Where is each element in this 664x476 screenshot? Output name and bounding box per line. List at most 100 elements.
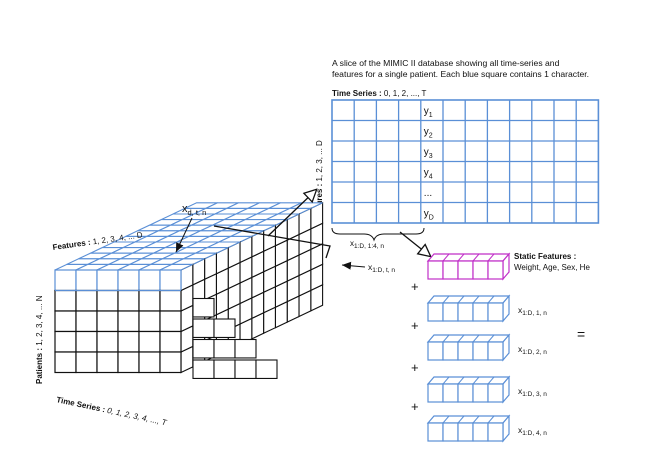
slice-down-arrow bbox=[399, 231, 430, 256]
bar-top-face bbox=[426, 376, 511, 385]
bar-cell bbox=[472, 422, 489, 442]
slice-y-label: y4 bbox=[424, 168, 433, 181]
plus-sign: + bbox=[411, 318, 419, 333]
bar-top-divider bbox=[442, 334, 450, 343]
bar-cell bbox=[427, 302, 444, 322]
slice-y-label: yD bbox=[424, 209, 434, 222]
cube-stair-block bbox=[213, 338, 236, 359]
cube-front-face bbox=[75, 310, 98, 333]
bar-cell bbox=[472, 260, 489, 280]
cube-front-face bbox=[75, 351, 98, 374]
bar-top-face bbox=[426, 334, 511, 343]
bar-cell bbox=[442, 341, 459, 361]
cube-front-face bbox=[75, 330, 98, 353]
cube-stair-block bbox=[213, 318, 236, 339]
cube-front-face bbox=[138, 289, 161, 312]
bar-cell bbox=[487, 383, 504, 403]
cube-front-face bbox=[117, 289, 140, 312]
plus-sign: + bbox=[411, 360, 419, 375]
bar-cell bbox=[457, 341, 474, 361]
static-features-values: Weight, Age, Sex, He bbox=[514, 263, 590, 272]
static-features-bar bbox=[426, 252, 511, 281]
time-slice-label: x1:D, 2, n bbox=[518, 344, 547, 356]
cube-front-face bbox=[138, 351, 161, 374]
bar-top-face bbox=[426, 295, 511, 304]
bar-top-divider bbox=[442, 376, 450, 385]
bar-top-divider bbox=[457, 334, 465, 343]
bar-top-divider bbox=[442, 415, 450, 424]
cube-front-face bbox=[54, 310, 77, 333]
equals-sign: = bbox=[577, 326, 585, 342]
cube-front-face bbox=[138, 310, 161, 333]
cube-time-label: Time Series : 0, 1, 2, 3, 4, ..., T bbox=[56, 395, 169, 427]
bar-top-divider bbox=[487, 253, 495, 262]
cube-front-face bbox=[159, 351, 182, 374]
cube-front-face bbox=[159, 289, 182, 312]
bar-cell bbox=[442, 302, 459, 322]
cube-stair-block bbox=[192, 318, 215, 339]
bar-top-divider bbox=[487, 334, 495, 343]
cube-front-face bbox=[54, 289, 77, 312]
cube-stair-block bbox=[213, 359, 236, 380]
cube-stair-block bbox=[192, 359, 215, 380]
time-slice-bar bbox=[426, 414, 511, 443]
cube-slice-bracket bbox=[213, 225, 331, 259]
bar-top-divider bbox=[457, 415, 465, 424]
cube-front-face bbox=[138, 269, 161, 292]
bar-cell bbox=[472, 302, 489, 322]
bar-top-divider bbox=[487, 376, 495, 385]
cube-stair-block bbox=[192, 297, 215, 318]
bar-cell bbox=[457, 260, 474, 280]
cube-stair-block bbox=[234, 338, 257, 359]
bar-top-divider bbox=[487, 295, 495, 304]
cube-stair-block bbox=[255, 359, 278, 380]
cube-front-face bbox=[117, 310, 140, 333]
bar-cell bbox=[472, 341, 489, 361]
cube-front-face bbox=[138, 330, 161, 353]
slice-up-arrow bbox=[267, 190, 316, 237]
bar-top-divider bbox=[457, 376, 465, 385]
bar-cell bbox=[427, 341, 444, 361]
decomposition-rows: +x1:D, 1, n+x1:D, 2, n+x1:D, 3, n+x1:D, … bbox=[411, 252, 547, 443]
bar-top-divider bbox=[457, 295, 465, 304]
bar-cell bbox=[457, 383, 474, 403]
bar-top-divider bbox=[472, 334, 480, 343]
bar-cell bbox=[442, 383, 459, 403]
bar-top-divider bbox=[487, 415, 495, 424]
plus-sign: + bbox=[411, 279, 419, 294]
bar-cell bbox=[457, 302, 474, 322]
slice-features-values: 1, 2, 3, ... D bbox=[315, 140, 324, 184]
cube-front-face bbox=[54, 351, 77, 374]
cube-front-face bbox=[117, 351, 140, 374]
bar-top-face bbox=[426, 415, 511, 424]
bar-top-divider bbox=[442, 295, 450, 304]
cube-front-face bbox=[117, 330, 140, 353]
static-features-title: Static Features : bbox=[514, 252, 576, 261]
slice-y-label: ... bbox=[424, 188, 432, 199]
bar-top-divider bbox=[457, 253, 465, 262]
time-slice-bar bbox=[426, 294, 511, 323]
bar-top-face bbox=[426, 253, 511, 262]
time-slice-label: x1:D, 1, n bbox=[518, 305, 547, 317]
cube-front-face bbox=[96, 310, 119, 333]
bar-cell bbox=[457, 422, 474, 442]
slice-brace-label: x1:D, 1:4, n bbox=[350, 239, 384, 250]
bar-cell bbox=[442, 260, 459, 280]
cube-front-face bbox=[54, 269, 77, 292]
bar-cell bbox=[427, 422, 444, 442]
cube-x-1dtn-arrow bbox=[341, 261, 366, 270]
caption-line-1: A slice of the MIMIC II database showing… bbox=[332, 58, 560, 68]
cube-patients-label: Patients : 1, 2, 3, 4, ... N bbox=[35, 295, 44, 384]
bar-top-divider bbox=[472, 253, 480, 262]
caption-line-2: features for a single patient. Each blue… bbox=[332, 69, 589, 79]
cube-stair-block bbox=[234, 359, 257, 380]
cube-stair-block bbox=[192, 338, 215, 359]
bar-cell bbox=[487, 422, 504, 442]
cube-front-face bbox=[159, 330, 182, 353]
cube-x-1dtn-label: x1:D, t, n bbox=[368, 262, 395, 274]
bar-cell bbox=[427, 383, 444, 403]
slice-brace bbox=[331, 227, 425, 242]
slice-y-label: y3 bbox=[424, 147, 433, 160]
